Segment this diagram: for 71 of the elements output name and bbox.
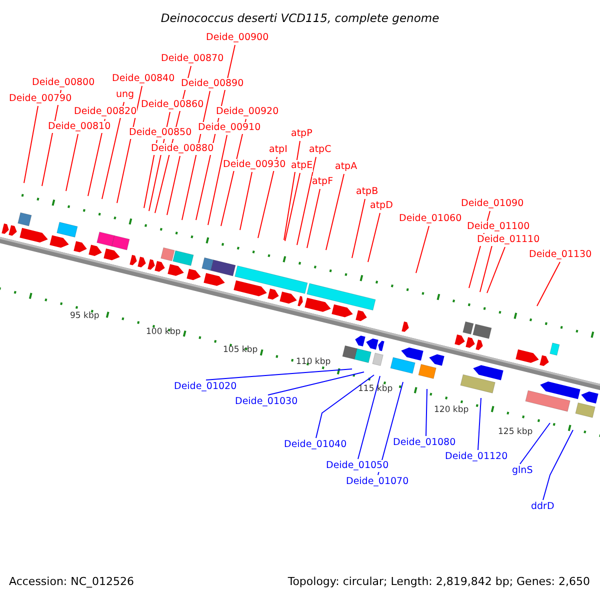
leader-line — [478, 398, 482, 450]
leader-line — [316, 374, 374, 438]
gene-label: Deide_00900 — [206, 32, 269, 44]
gene-label: Deide_00820 — [74, 106, 137, 118]
gene-label: atpC — [309, 144, 332, 156]
leader-line — [358, 376, 380, 460]
scale-label: 125 kbp — [498, 427, 533, 438]
gene-label: atpD — [370, 200, 393, 212]
gene-label: Deide_00800 — [32, 77, 95, 89]
gene-label: atpA — [335, 161, 358, 173]
leader-line — [352, 198, 366, 258]
gene-label: Deide_00810 — [48, 121, 111, 133]
gene-label: atpE — [291, 160, 313, 172]
gene-label: Deide_00910 — [198, 122, 261, 134]
gene-label: Deide_00840 — [112, 73, 175, 85]
scale-label: 110 kbp — [296, 357, 331, 368]
gene-label: Deide_00890 — [181, 78, 244, 90]
gene-label: glnS — [512, 465, 533, 477]
gene-label: atpP — [291, 128, 312, 140]
gene-label: Deide_00920 — [216, 106, 279, 118]
leader-line — [306, 188, 320, 248]
leader-line — [268, 372, 364, 396]
gene-label: Deide_00850 — [129, 127, 192, 139]
leader-line — [284, 172, 300, 242]
leader-line — [296, 156, 316, 246]
gene-label: atpF — [312, 176, 334, 188]
gene-label: Deide_01020 — [174, 381, 237, 393]
leader-line — [66, 134, 78, 192]
gene-label: ung — [116, 89, 134, 101]
gene-label: Deide_00880 — [151, 143, 214, 155]
leader-line — [536, 262, 560, 306]
scale-label: 105 kbp — [223, 345, 258, 356]
gene-label: Deide_01060 — [399, 213, 462, 225]
leader-line — [542, 430, 574, 500]
gene-label: Deide_01050 — [326, 460, 389, 472]
gene-label: Deide_01110 — [477, 234, 540, 246]
leader-line — [166, 156, 180, 216]
gene-label: Deide_00870 — [161, 53, 224, 65]
gene-label: Deide_00930 — [223, 159, 286, 171]
gene-label: atpI — [269, 144, 288, 156]
genome-info-text: Topology: circular; Length: 2,819,842 bp; Genes: 2,650 — [288, 575, 590, 588]
leader-line — [486, 246, 506, 294]
gene-label: Deide_01070 — [346, 476, 409, 488]
leader-line — [284, 140, 300, 240]
leader-line — [426, 388, 428, 436]
scale-label: 95 kbp — [70, 311, 100, 322]
gene-label: Deide_01120 — [445, 451, 508, 463]
leader-line — [378, 382, 404, 476]
leader-line — [240, 172, 252, 230]
leader-line — [416, 226, 430, 274]
gene-label: Deide_01030 — [235, 396, 298, 408]
leader-line — [326, 174, 344, 250]
leader-line — [206, 368, 352, 380]
leader-line — [368, 212, 380, 262]
gene-label: Deide_00860 — [141, 99, 204, 111]
accession-text: Accession: NC_012526 — [9, 575, 134, 588]
scale-label: 120 kbp — [434, 405, 469, 416]
gene-label: Deide_00790 — [9, 93, 72, 105]
gene-label: Deide_01130 — [529, 249, 592, 261]
gene-label: Deide_01100 — [467, 221, 530, 233]
map-title: Deinococcus deserti VCD115, complete genome — [160, 11, 440, 25]
scale-label: 115 kbp — [358, 384, 393, 395]
leader-line — [208, 134, 228, 226]
scale-label: 100 kbp — [146, 327, 181, 338]
leader-line — [24, 106, 38, 184]
gene-label: Deide_01080 — [393, 437, 456, 449]
leader-line — [520, 422, 550, 464]
gene-label: Deide_01040 — [284, 439, 347, 451]
gene-label: Deide_01090 — [461, 198, 524, 210]
gene-label: atpB — [356, 186, 378, 198]
leader-line — [102, 102, 124, 200]
